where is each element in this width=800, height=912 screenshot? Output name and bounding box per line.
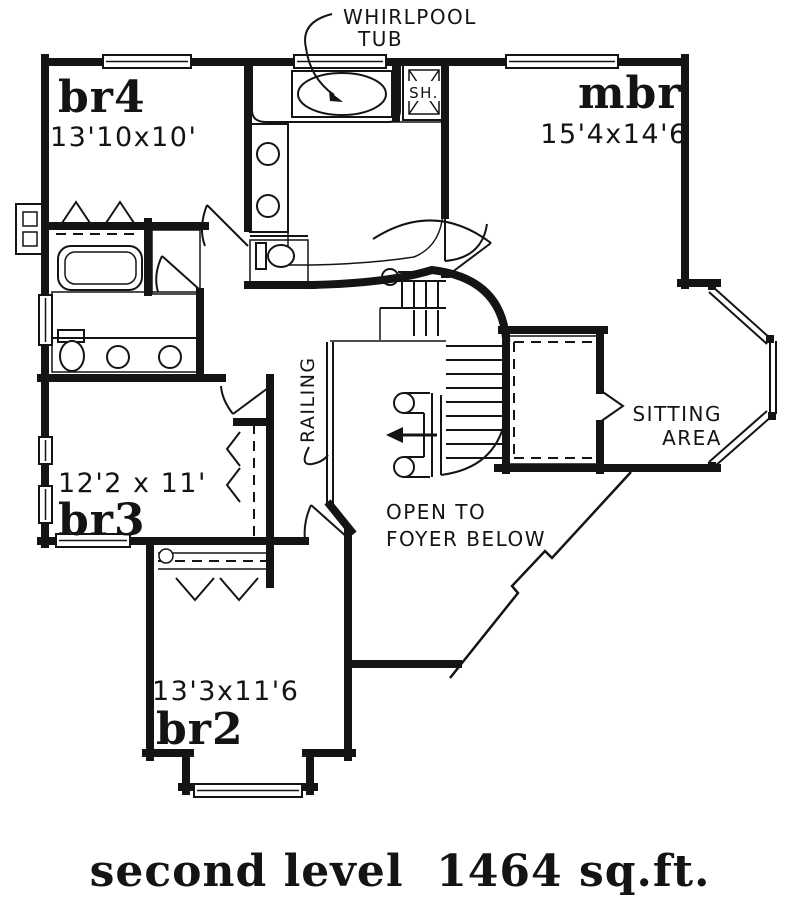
door-swing-br4 bbox=[201, 204, 249, 247]
door-swing-hall-bath bbox=[155, 255, 201, 293]
closet-door-mark bbox=[599, 389, 625, 423]
sitting-area-label-line1: SITTING bbox=[632, 402, 722, 426]
sitting-area-label-line2: AREA bbox=[662, 426, 722, 450]
stair-direction-arrow bbox=[386, 427, 437, 443]
door-swing-br3 bbox=[220, 385, 269, 415]
window-icon bbox=[505, 54, 619, 69]
window-icon bbox=[102, 54, 192, 69]
room-dims-br2: 13'3x11'6 bbox=[152, 676, 299, 707]
open-to-foyer-label-line1: OPEN TO bbox=[386, 500, 486, 524]
room-dims-br3: 12'2 x 11' bbox=[58, 468, 207, 499]
hall-railing bbox=[326, 342, 334, 505]
walkin-closet-rod bbox=[513, 341, 592, 459]
open-to-foyer-label-line2: FOYER BELOW bbox=[386, 527, 546, 551]
toilet-icon bbox=[255, 242, 295, 270]
toilet-icon bbox=[57, 329, 85, 372]
stair-treads-lower bbox=[446, 345, 504, 459]
closet-details bbox=[56, 233, 596, 570]
room-dims-br4: 13'10x10' bbox=[50, 122, 197, 153]
room-name-br4: br4 bbox=[58, 72, 146, 123]
bifold-doors-br3-closet bbox=[225, 431, 241, 503]
windows bbox=[38, 54, 777, 798]
roof-break-line bbox=[449, 471, 632, 679]
shower-label: SH. bbox=[409, 84, 439, 102]
whirlpool-tub-icon bbox=[297, 72, 387, 116]
stair-treads-upper bbox=[401, 282, 439, 308]
bay-window bbox=[708, 282, 777, 470]
walls bbox=[37, 54, 721, 795]
master-bath-tile-floor bbox=[287, 121, 444, 266]
whirlpool-label-line2: TUB bbox=[357, 27, 403, 51]
window-icon bbox=[55, 533, 131, 548]
window-icon bbox=[38, 485, 53, 524]
bifold-doors-br2-closet bbox=[175, 577, 259, 602]
sink-icon bbox=[106, 345, 130, 369]
fixtures bbox=[15, 63, 446, 372]
room-name-br3: br3 bbox=[58, 495, 146, 546]
wall-opening-marks-br4 bbox=[59, 200, 137, 227]
whirlpool-label-line1: WHIRLPOOL bbox=[343, 5, 477, 29]
shower-stall bbox=[402, 63, 446, 121]
sheet-caption: second level 1464 sq.ft. bbox=[90, 846, 711, 897]
railing-leader bbox=[303, 446, 329, 466]
window-icon bbox=[293, 54, 387, 69]
room-name-mbr: mbr bbox=[578, 68, 682, 119]
sink-icon bbox=[256, 194, 280, 218]
room-dims-mbr: 15'4x14'6 bbox=[540, 119, 687, 150]
window-icon bbox=[38, 436, 53, 465]
window-icon bbox=[193, 783, 303, 798]
shower-label-halo bbox=[407, 81, 441, 101]
sink-icon bbox=[158, 345, 182, 369]
annotation-graphics bbox=[303, 13, 632, 679]
door-swing-mbr-entry bbox=[372, 219, 492, 278]
door-swing-master-bath bbox=[444, 217, 488, 262]
whirlpool-leader-arrow bbox=[304, 13, 343, 102]
sink-icon bbox=[256, 142, 280, 166]
bathtub-icon bbox=[57, 245, 143, 291]
closet-light-icon bbox=[158, 548, 174, 564]
doors bbox=[59, 200, 625, 602]
railing-label: RAILING bbox=[297, 356, 319, 443]
staircase bbox=[326, 268, 506, 505]
door-swing-br2 bbox=[303, 504, 349, 541]
room-name-br2: br2 bbox=[156, 704, 244, 755]
labels: WHIRLPOOL TUB SH. br4 13'10x10' mbr 15'4… bbox=[50, 5, 722, 897]
window-icon bbox=[38, 294, 53, 346]
